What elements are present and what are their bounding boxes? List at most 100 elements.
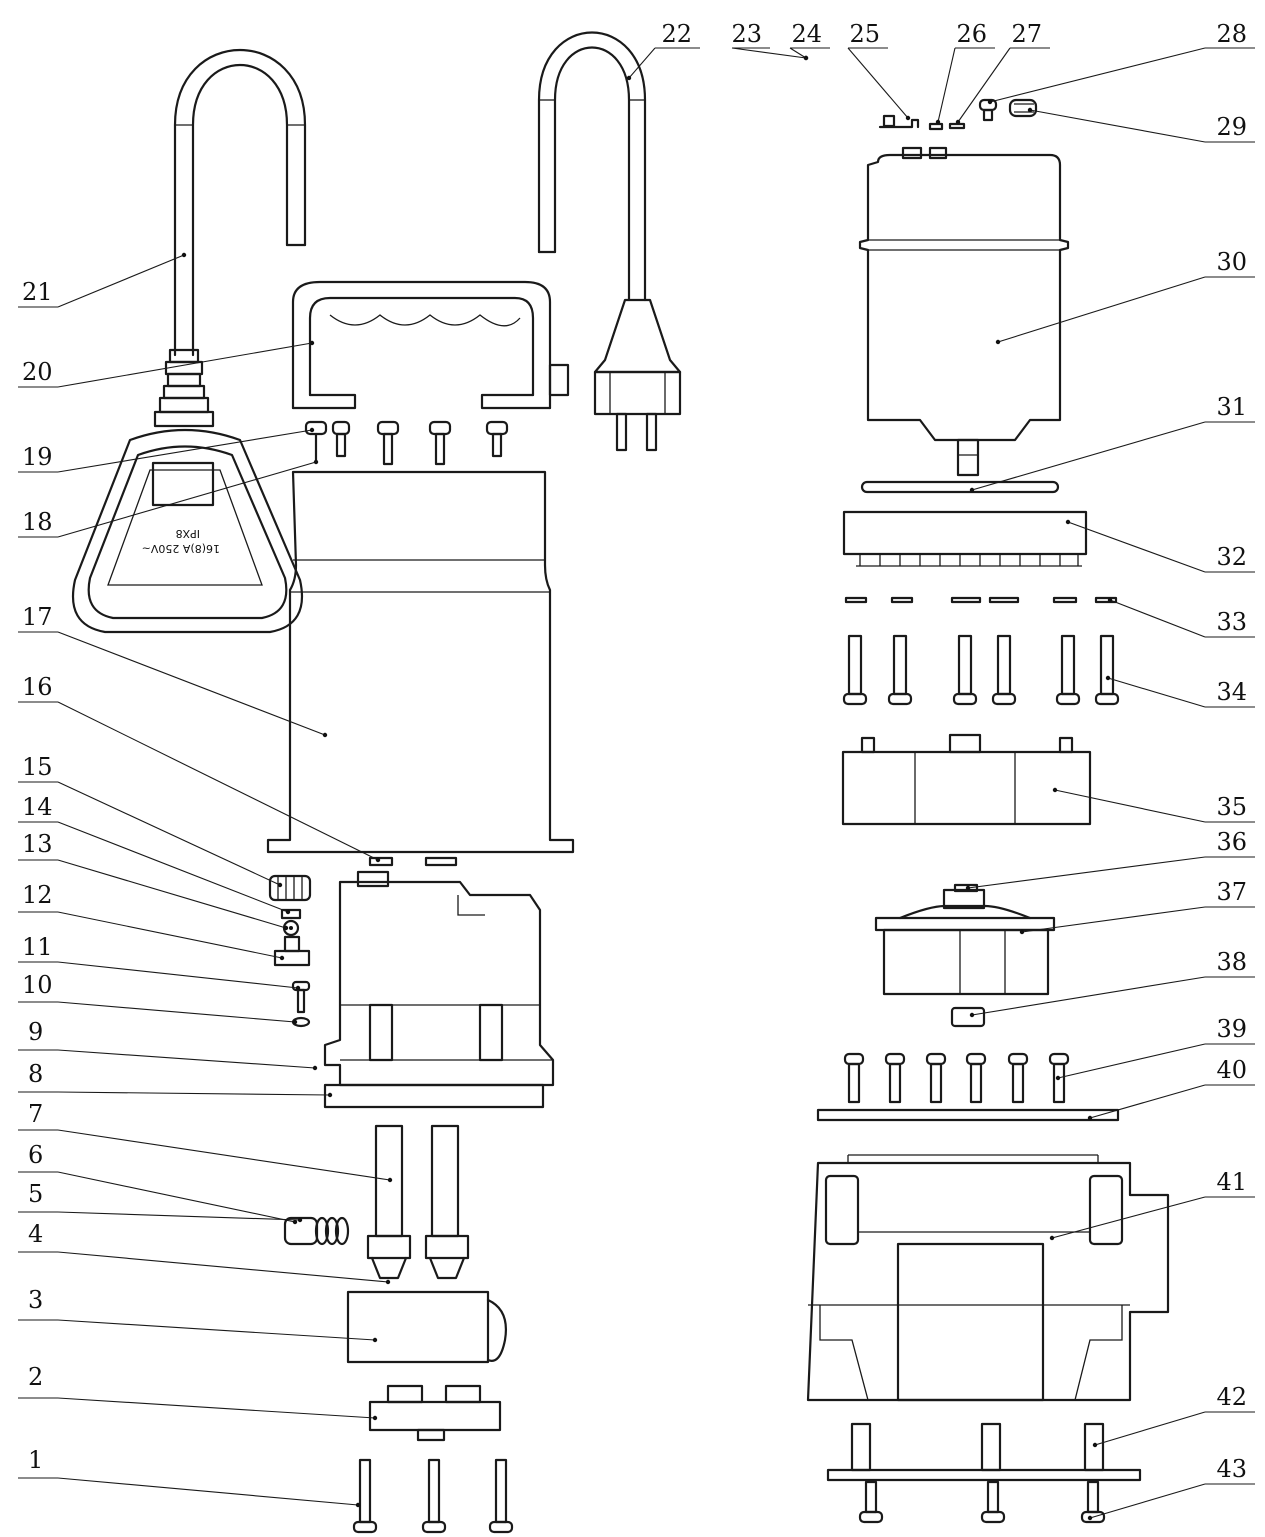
callout-leader (1109, 599, 1206, 638)
callout-label: 28 (1216, 20, 1247, 48)
callout-dot (292, 1219, 298, 1225)
callout-dot (285, 909, 291, 915)
handle (291, 280, 570, 410)
callout-28: 28 (987, 20, 1255, 105)
motor (858, 146, 1070, 477)
callout-label: 40 (1216, 1056, 1247, 1084)
plate-40 (816, 1108, 1120, 1122)
callout-label: 10 (22, 971, 53, 999)
callout-label: 27 (1011, 20, 1042, 48)
callout-label: 8 (28, 1060, 43, 1088)
callout-dot (309, 340, 315, 346)
callout-dot (283, 925, 289, 931)
washers-33 (844, 596, 1118, 604)
callout-leader (57, 631, 326, 736)
callout-label: 29 (1216, 113, 1247, 141)
screws-34 (842, 634, 1120, 706)
callout-10: 10 (18, 971, 298, 1025)
callout-dot (1055, 1075, 1061, 1081)
callout-label: 14 (22, 793, 53, 821)
callout-leader (1051, 1196, 1206, 1239)
callout-1: 1 (18, 1446, 361, 1508)
callout-label: 12 (22, 881, 53, 909)
callout-label: 17 (22, 603, 53, 631)
seal-left (368, 856, 394, 867)
callout-19: 19 (18, 427, 315, 473)
callout-40: 40 (1087, 1056, 1255, 1121)
callout-35: 35 (1052, 787, 1255, 823)
callout-29: 29 (1027, 107, 1255, 143)
callout-leader (997, 276, 1206, 343)
callout-leader (731, 47, 807, 59)
callout-leader (989, 47, 1206, 103)
callout-leader (1107, 677, 1206, 708)
callout-label: 5 (28, 1180, 43, 1208)
base-plate (368, 1384, 502, 1442)
callout-32: 32 (1065, 519, 1255, 573)
callout-42: 42 (1092, 1383, 1255, 1448)
callout-leader (57, 821, 289, 913)
callout-33: 33 (1107, 597, 1255, 638)
callout-dot (905, 115, 911, 121)
callout-label: 4 (28, 1220, 43, 1248)
callout-label: 21 (22, 278, 53, 306)
nut-38 (950, 1006, 986, 1028)
callout-leader (789, 47, 807, 59)
callout-label: 34 (1216, 678, 1247, 706)
callout-dot (1107, 597, 1113, 603)
callout-leader (971, 976, 1206, 1016)
callout-label: 22 (661, 20, 692, 48)
callout-label: 26 (956, 20, 987, 48)
callout-dot (313, 459, 319, 465)
callout-24: 24 (789, 20, 830, 61)
callout-label: 38 (1216, 948, 1247, 976)
callout-dot (292, 1019, 298, 1025)
callout-dot (327, 1092, 333, 1098)
callout-26: 26 (935, 20, 995, 125)
callout-leader (57, 961, 299, 989)
callout-dot (312, 1065, 318, 1071)
callout-leader (1021, 906, 1206, 933)
callout-34: 34 (1105, 675, 1255, 708)
callout-label: 16 (22, 673, 53, 701)
long-screws (352, 1458, 514, 1534)
callout-dot (995, 339, 1001, 345)
callout-label: 33 (1216, 608, 1247, 636)
callout-label: 2 (28, 1363, 43, 1391)
callout-dot (277, 882, 283, 888)
callout-leader (1054, 789, 1206, 823)
callout-label: 18 (22, 508, 53, 536)
callout-dot (1105, 675, 1111, 681)
callout-label: 13 (22, 830, 53, 858)
callout-label: 23 (731, 20, 762, 48)
callout-leader (57, 1091, 331, 1096)
callout-label: 43 (1216, 1455, 1247, 1483)
callout-label: 7 (28, 1100, 43, 1128)
callout-leader (57, 1211, 301, 1221)
callout-label: 39 (1216, 1015, 1247, 1043)
spring (283, 1216, 350, 1246)
callout-leader (57, 1319, 376, 1341)
callout-label: 24 (791, 20, 822, 48)
callout-37: 37 (1019, 878, 1255, 935)
knob-assembly (268, 874, 312, 967)
callout-5: 5 (18, 1180, 303, 1223)
callout-dot (626, 75, 632, 81)
seal-right (424, 856, 458, 867)
callout-leader (57, 701, 379, 861)
callout-leader (847, 47, 909, 119)
callout-dot (1027, 107, 1033, 113)
callout-16: 16 (18, 673, 381, 863)
callout-leader (57, 1129, 391, 1181)
callout-label: 41 (1216, 1168, 1247, 1196)
callout-label: 20 (22, 358, 53, 386)
impeller-37 (874, 888, 1056, 996)
callout-dot (935, 119, 941, 125)
callout-dot (385, 1279, 391, 1285)
callout-2: 2 (18, 1363, 378, 1421)
callout-23: 23 (731, 20, 809, 61)
callout-dot (279, 955, 285, 961)
callout-9: 9 (18, 1018, 318, 1071)
power-cable-plug (537, 31, 682, 452)
